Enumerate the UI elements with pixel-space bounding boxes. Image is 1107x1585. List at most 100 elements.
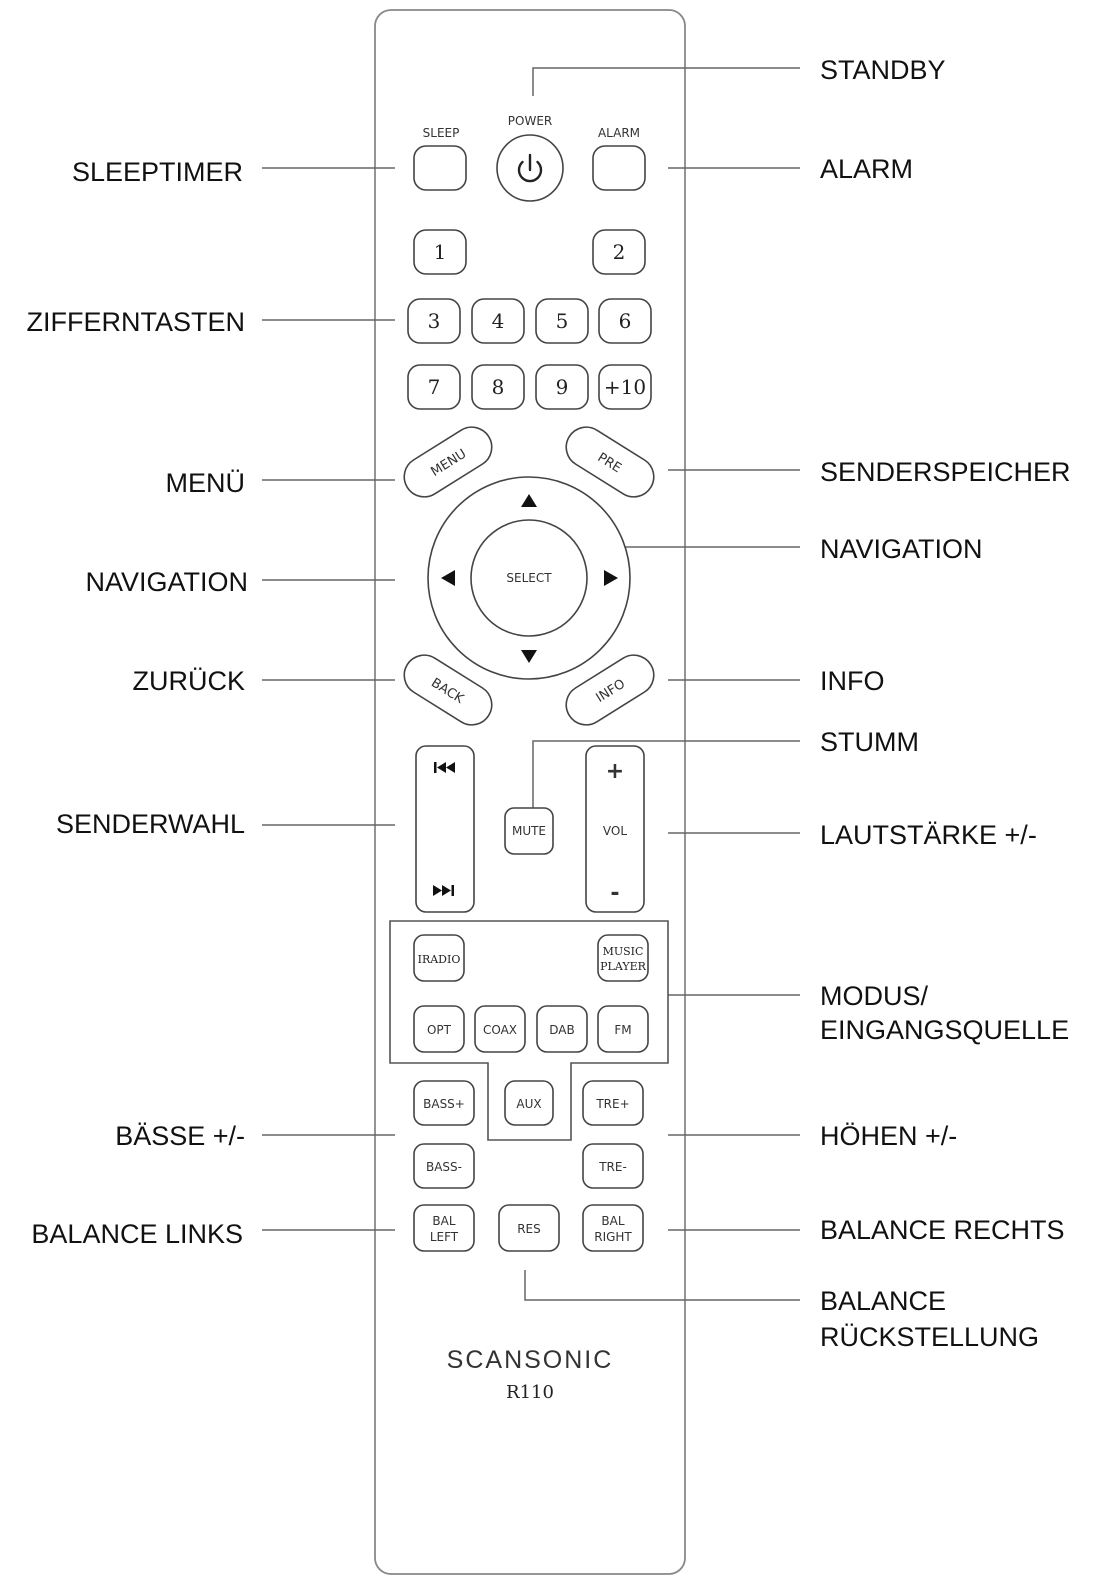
volume-label: VOL (603, 824, 627, 838)
callout-balance-links: BALANCE LINKS (31, 1219, 243, 1249)
dab-button[interactable] (536, 1005, 588, 1053)
digit-6-button[interactable] (598, 298, 652, 344)
iradio-button[interactable] (413, 934, 465, 982)
menu-button[interactable] (397, 420, 500, 505)
digit-2-button[interactable] (592, 229, 646, 275)
select-button[interactable] (470, 519, 588, 637)
balance-right-button[interactable] (582, 1204, 644, 1252)
skip-previous-icon[interactable] (434, 762, 455, 773)
alarm-button[interactable] (592, 145, 646, 191)
callout-balance-rechts: BALANCE RECHTS (820, 1215, 1065, 1245)
digit-8-button[interactable] (471, 364, 525, 410)
iradio-button-label: IRADIO (418, 953, 461, 966)
arrow-up-icon[interactable] (521, 494, 537, 507)
callout-baesse: BÄSSE +/- (115, 1121, 245, 1151)
callout-zifferntasten: ZIFFERNTASTEN (27, 307, 246, 337)
bass-plus-button[interactable] (413, 1080, 475, 1126)
callout-navigation-right: NAVIGATION (820, 534, 983, 564)
standby-callout-line (532, 67, 800, 96)
mute-button-label: MUTE (512, 824, 546, 838)
pre-button-group: PRE (559, 420, 662, 505)
balance-reset-label: RES (517, 1222, 541, 1236)
callout-info: INFO (820, 666, 885, 696)
balance-left-button[interactable] (413, 1204, 475, 1252)
info-button[interactable] (559, 648, 662, 733)
aux-button[interactable] (504, 1080, 554, 1126)
digit-9-button[interactable] (535, 364, 589, 410)
volume-plus-label[interactable]: + (606, 759, 624, 784)
digit-plus10-button[interactable] (598, 364, 652, 410)
callout-sleeptimer: SLEEPTIMER (72, 157, 243, 187)
callout-hoehen: HÖHEN +/- (820, 1121, 957, 1151)
power-button-caption: POWER (508, 114, 552, 128)
info-button-group: INFO (559, 648, 662, 733)
dab-button-label: DAB (549, 1023, 574, 1037)
treble-minus-button[interactable] (582, 1143, 644, 1189)
sleep-button-caption: SLEEP (423, 126, 460, 140)
balance-left-label-line2: LEFT (430, 1230, 459, 1244)
digit-5-label: 5 (556, 309, 569, 333)
balance-right-label-line2: RIGHT (594, 1230, 632, 1244)
stumm-callout-line (532, 740, 800, 808)
back-button[interactable] (397, 648, 500, 733)
digit-4-label: 4 (492, 309, 505, 333)
mute-button[interactable] (504, 807, 554, 855)
music-player-label-line1: MUSIC (603, 945, 644, 958)
bass-minus-label: BASS- (426, 1160, 462, 1174)
arrow-left-icon[interactable] (441, 570, 455, 586)
digit-plus10-label: +10 (604, 375, 646, 399)
digit-5-button[interactable] (535, 298, 589, 344)
bass-plus-label: BASS+ (423, 1097, 465, 1111)
opt-button[interactable] (413, 1005, 465, 1053)
callout-menue: MENÜ (166, 468, 246, 498)
balance-right-label-line1: BAL (601, 1214, 624, 1228)
station-select-rocker[interactable] (415, 745, 475, 913)
digit-7-button[interactable] (407, 364, 461, 410)
callout-stumm: STUMM (820, 727, 919, 757)
back-button-group: BACK (397, 648, 500, 733)
coax-button-label: COAX (483, 1023, 517, 1037)
balance-left-label-line1: BAL (432, 1214, 455, 1228)
callout-lautstaerke: LAUTSTÄRKE +/- (820, 820, 1037, 850)
digit-4-button[interactable] (471, 298, 525, 344)
fm-button-label: FM (614, 1023, 631, 1037)
callout-balance-reset-line1: BALANCE (820, 1286, 946, 1316)
menu-button-group: MENU (397, 420, 500, 505)
digit-9-label: 9 (556, 375, 569, 399)
treble-plus-button[interactable] (582, 1080, 644, 1126)
opt-button-label: OPT (427, 1023, 452, 1037)
fm-button[interactable] (597, 1005, 649, 1053)
digit-2-label: 2 (613, 240, 626, 264)
digit-1-button[interactable] (413, 229, 467, 275)
select-button-label: SELECT (506, 571, 552, 585)
skip-next-icon[interactable] (433, 885, 454, 896)
callout-alarm: ALARM (820, 154, 913, 184)
sleep-button[interactable] (413, 145, 467, 191)
callout-modus-line2: EINGANGSQUELLE (820, 1015, 1069, 1045)
arrow-down-icon[interactable] (521, 650, 537, 663)
callout-senderspeicher: SENDERSPEICHER (820, 457, 1071, 487)
music-player-button[interactable] (597, 934, 649, 982)
callout-senderwahl: SENDERWAHL (56, 809, 245, 839)
arrow-right-icon[interactable] (604, 570, 618, 586)
digit-8-label: 8 (492, 375, 505, 399)
model-name: R110 (506, 1382, 554, 1403)
coax-button[interactable] (474, 1005, 526, 1053)
pre-button[interactable] (559, 420, 662, 505)
volume-minus-label[interactable]: - (610, 881, 619, 906)
volume-rocker[interactable] (585, 745, 645, 913)
digit-3-button[interactable] (407, 298, 461, 344)
digit-7-label: 7 (428, 375, 441, 399)
balance-reset-callout-line (524, 1270, 800, 1301)
digit-6-label: 6 (619, 309, 632, 333)
callout-modus-line1: MODUS/ (820, 981, 928, 1011)
callout-lines (262, 67, 800, 1301)
callout-standby: STANDBY (820, 55, 946, 85)
input-source-group-outline (389, 920, 669, 1141)
alarm-button-caption: ALARM (598, 126, 640, 140)
digit-1-label: 1 (434, 240, 447, 264)
balance-reset-button[interactable] (498, 1204, 560, 1252)
bass-minus-button[interactable] (413, 1143, 475, 1189)
treble-plus-label: TRE+ (595, 1097, 629, 1111)
